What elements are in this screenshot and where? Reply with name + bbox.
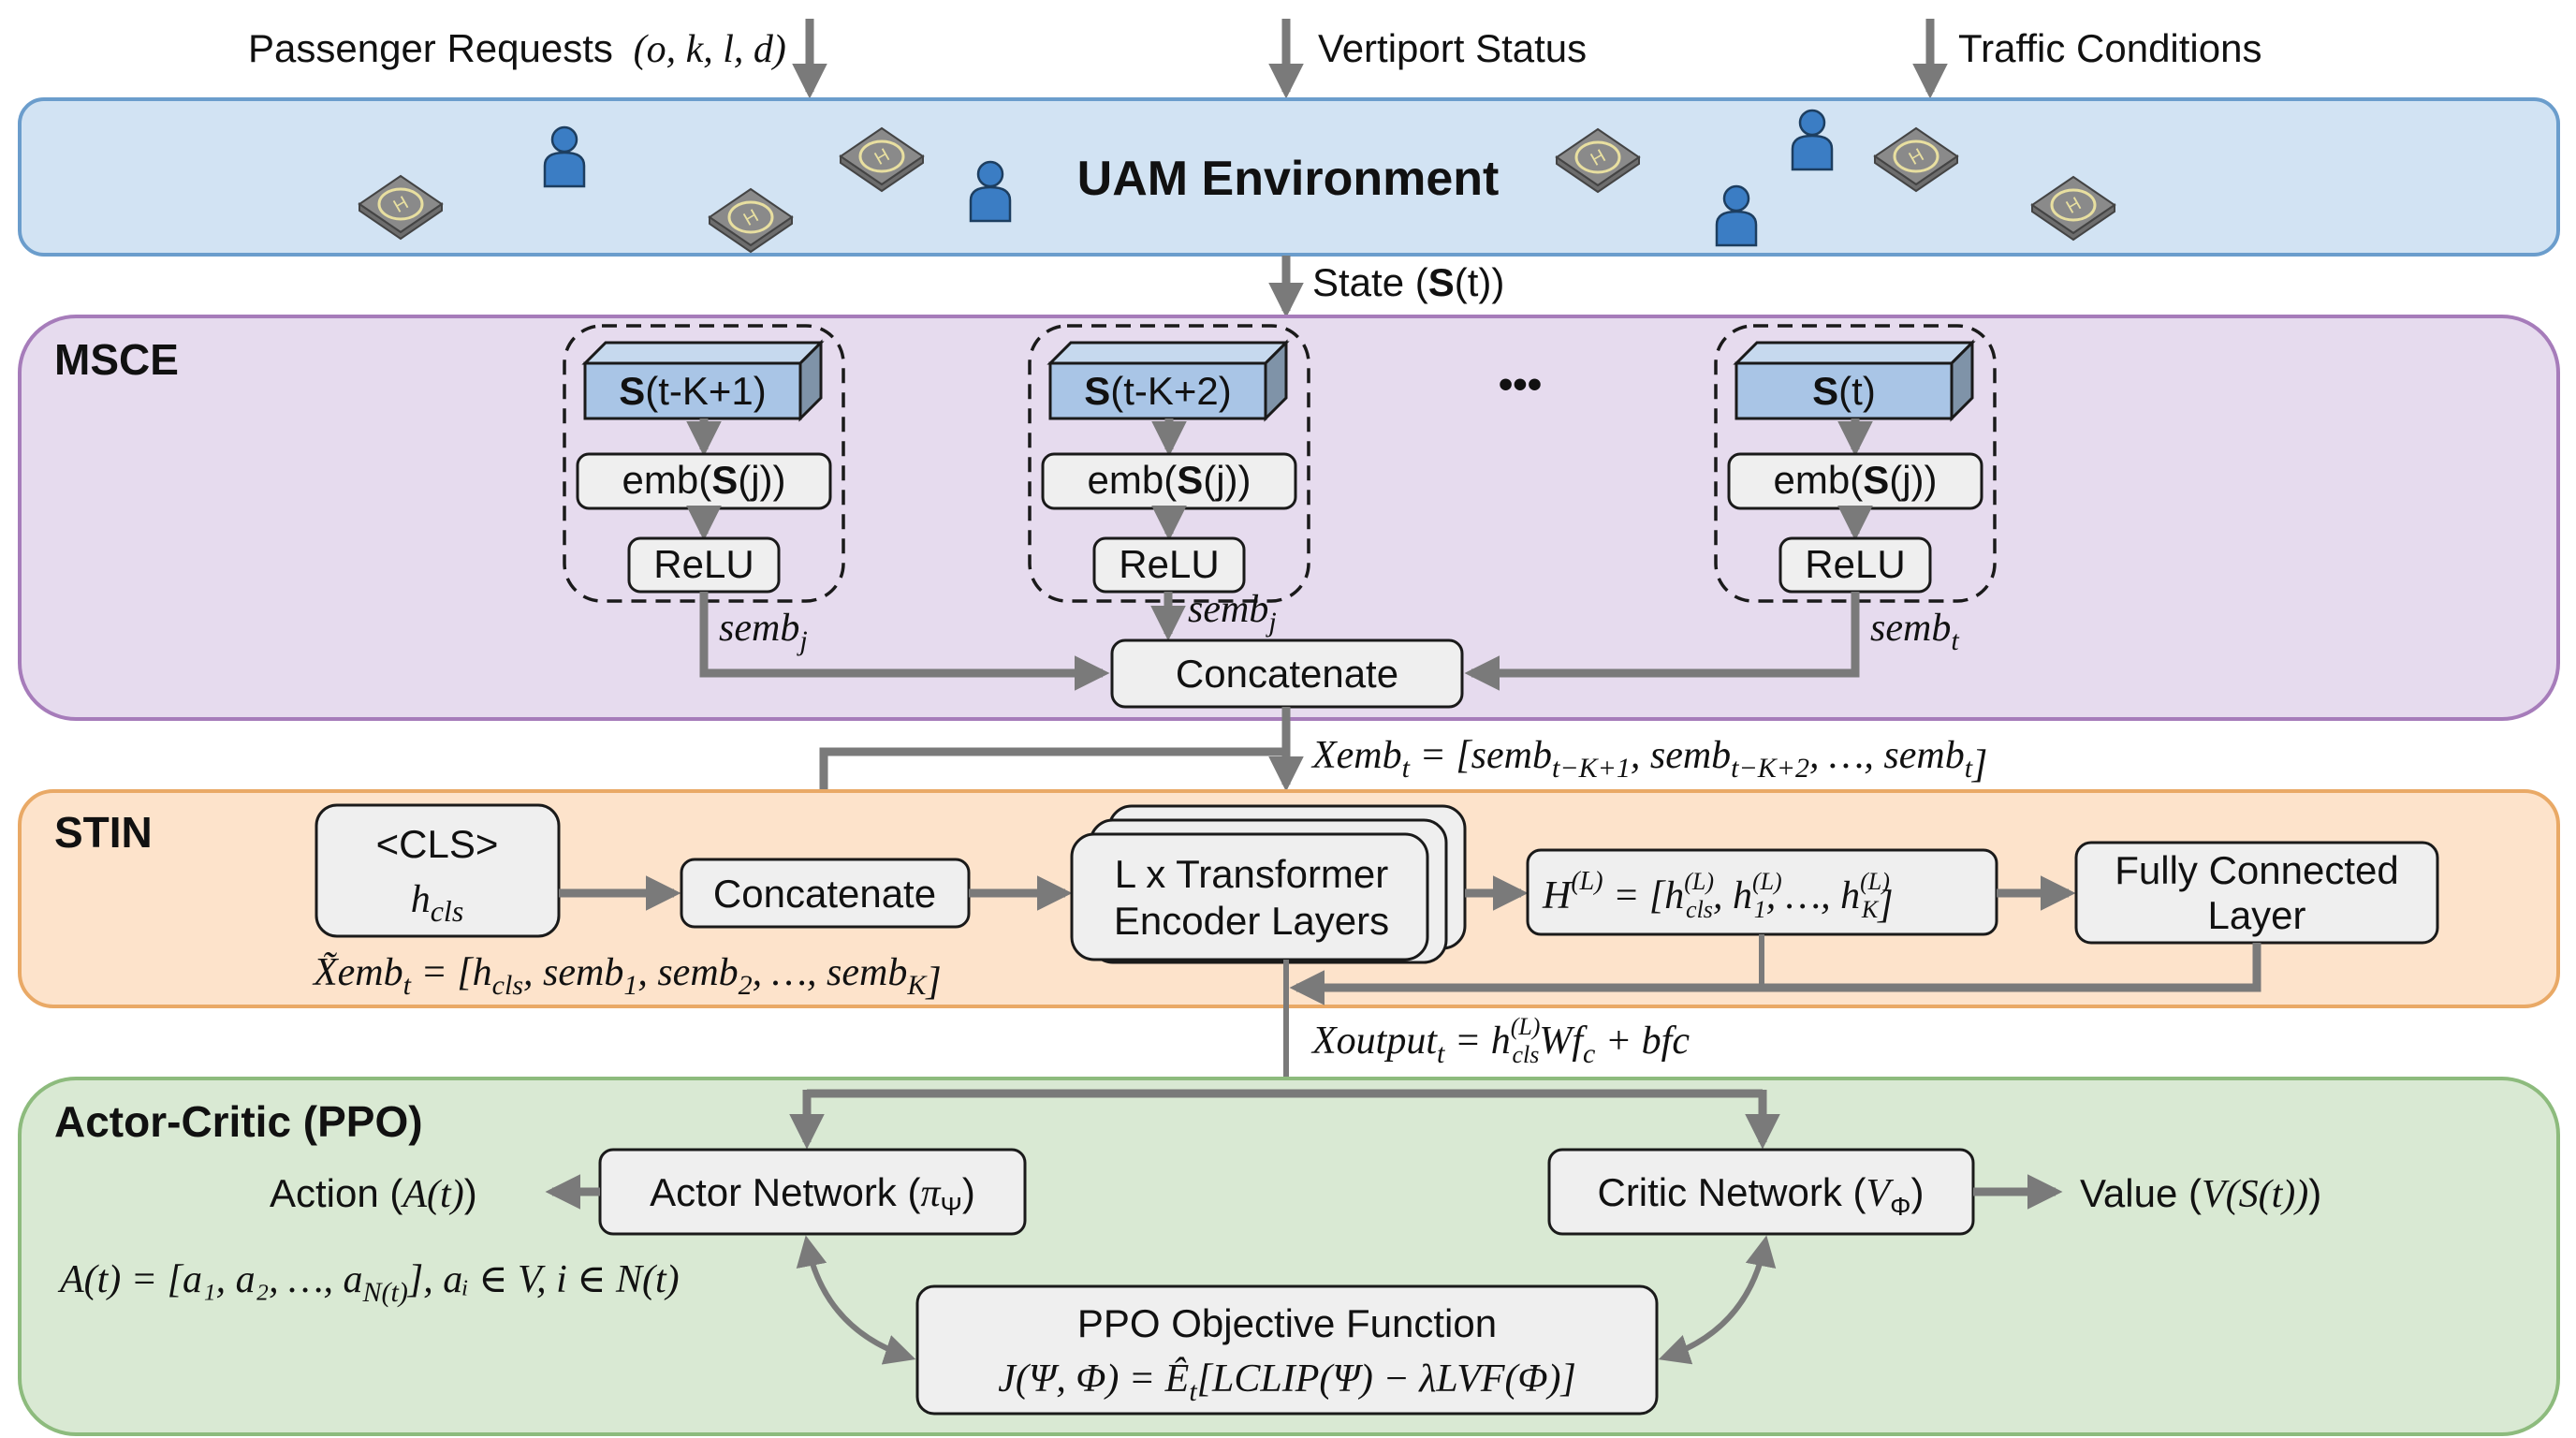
ppo-objective-box (915, 1284, 1659, 1416)
ppo-objective-node: PPO Objective Function J(Ψ, Φ) = Êt[LCLI… (915, 1284, 1659, 1416)
relu-label: ReLU (653, 542, 754, 586)
uam-environment-panel: UAM Environment (18, 97, 2560, 257)
hidden-states-formula: H(L) = [h(L)cls, h(L)1, …, h(L)K] (1542, 867, 1894, 927)
semb-output-label: sembj (1188, 588, 1277, 638)
value-output-label: Value (V(S(t))) (2080, 1171, 2321, 1216)
xoutput-formula: Xoutputt = h(L)clsWfc + bfc (1310, 1013, 1690, 1069)
uam-environment-title: UAM Environment (1077, 152, 1500, 206)
transformer-label-line1: L x Transformer (1115, 852, 1389, 896)
state-cube-top (581, 341, 825, 365)
state-label: S(t-K+1) (619, 369, 767, 413)
cls-token-node: <CLS> hcls (315, 803, 561, 938)
group-dashed-border (1714, 324, 1997, 603)
xtilde-emb-formula: X̃embt = [hcls, semb1, semb2, …, sembK] (312, 951, 942, 1004)
stin-title: STIN (54, 808, 153, 857)
input-traffic-conditions: Traffic Conditions (1912, 19, 2261, 99)
stin-panel: STIN <CLS> hcls Concatenate L x Transfor… (18, 789, 2560, 1008)
transformer-layer-stack-front (1070, 832, 1429, 961)
state-label: S(t-K+2) (1084, 369, 1232, 413)
embedding-label: emb(S(j)) (622, 458, 785, 502)
fully-connected-node: Fully Connected Layer (2074, 841, 2439, 945)
actor-network-node: Actor Network (πΨ) (598, 1148, 1027, 1236)
embedding-label: emb(S(j)) (1773, 458, 1937, 502)
group-dashed-border (563, 324, 845, 603)
state-cube-top (1733, 341, 1976, 365)
semb-output-label: sembj (719, 607, 808, 656)
fc-feedback-arrow (1289, 943, 2261, 1005)
actor-critic-panel: Actor-Critic (PPO) Actor Network (πΨ) Cr… (18, 1077, 2560, 1436)
stin-concatenate-label: Concatenate (713, 872, 936, 916)
traffic-conditions-label: Traffic Conditions (1958, 26, 2261, 70)
transformer-label-line2: Encoder Layers (1114, 899, 1389, 943)
cls-token-label: <CLS> (376, 822, 499, 866)
critic-network-label: Critic Network (VΦ) (1597, 1170, 1924, 1221)
ellipsis: ••• (1499, 361, 1542, 407)
group3-to-concat-arrow (1464, 592, 1860, 691)
msce-title: MSCE (54, 335, 179, 384)
fc-label-line2: Layer (2207, 893, 2305, 937)
state-cube-front (583, 361, 802, 420)
msce-group: S(t) emb(S(j)) ReLU sembt (1714, 324, 1997, 656)
relu-label: ReLU (1805, 542, 1905, 586)
state-cube: S(t-K+2) (1046, 339, 1290, 422)
msce-group: S(t-K+1) emb(S(j)) ReLU sembj (563, 324, 845, 656)
critic-network-node: Critic Network (VΦ) (1547, 1148, 1975, 1236)
state-cube-front (1048, 361, 1267, 420)
actor-critic-title: Actor-Critic (PPO) (54, 1097, 423, 1146)
cls-token-box (315, 803, 561, 938)
relu-label: ReLU (1119, 542, 1219, 586)
group-dashed-border (1028, 324, 1310, 603)
state-cube-top (1046, 341, 1290, 365)
input-passenger-requests: Passenger Requests (o, k, l, d) (248, 19, 827, 99)
msce-concatenate-label: Concatenate (1176, 652, 1398, 696)
cls-token-var: hcls (411, 878, 464, 928)
xemb-formula: Xembt = [sembt−K+1, sembt−K+2, …, sembt] (1310, 734, 1987, 786)
actor-network-label: Actor Network (πΨ) (650, 1170, 975, 1221)
ppo-objective-formula: J(Ψ, Φ) = Êt[LCLIP(Ψ) − λLVF(Φ)] (998, 1357, 1576, 1407)
msce-panel: MSCE S(t-K+1)emb(S(j))ReLUsembjS(t-K+2)e… (18, 315, 2560, 721)
action-output-label: Action (A(t)) (270, 1171, 477, 1216)
ppo-objective-title: PPO Objective Function (1077, 1301, 1497, 1345)
state-label: S(t) (1812, 369, 1876, 413)
action-space-formula: A(t) = [a₁, a₂, …, aN(t)], aᵢ ∈ V, i ∈ N… (57, 1258, 680, 1308)
state-cube: S(t) (1733, 339, 1976, 422)
critic-ppo-link-arrow (1658, 1235, 1777, 1365)
vertiport-status-label: Vertiport Status (1318, 26, 1587, 70)
state-label: State (S(t)) (1312, 260, 1504, 304)
hidden-states-node: H(L) = [h(L)cls, h(L)1, …, h(L)K] (1526, 848, 1998, 936)
msce-concatenate-node: Concatenate (1110, 638, 1464, 709)
actor-ppo-link-arrow (796, 1235, 916, 1365)
state-cube-front (1734, 361, 1954, 420)
fc-label-line1: Fully Connected (2115, 848, 2399, 892)
group1-to-concat-arrow (699, 592, 1110, 691)
transformer-encoder-node: L x Transformer Encoder Layers (1070, 804, 1467, 964)
stin-concatenate-node: Concatenate (680, 858, 971, 929)
passenger-requests-label: Passenger Requests (o, k, l, d) (248, 26, 786, 71)
embedding-label: emb(S(j)) (1087, 458, 1251, 502)
input-vertiport-status: Vertiport Status (1268, 19, 1587, 99)
state-cube: S(t-K+1) (581, 339, 825, 422)
semb-output-label: sembt (1870, 607, 1959, 656)
msce-state-groups: S(t-K+1)emb(S(j))ReLUsembjS(t-K+2)emb(S(… (563, 324, 1997, 656)
